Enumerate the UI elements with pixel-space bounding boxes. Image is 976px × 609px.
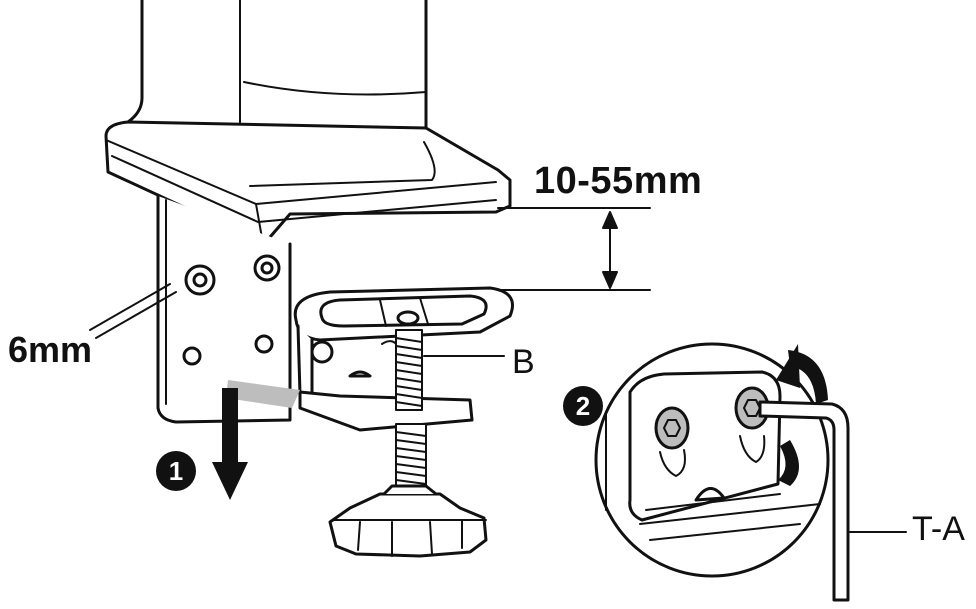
- clamp-body: [296, 324, 474, 432]
- clamp-range-label: 10-55mm: [534, 160, 703, 202]
- clamp-knob: [328, 484, 488, 558]
- base-plate: [104, 120, 512, 246]
- pole: [126, 0, 428, 153]
- down-arrow-icon: [212, 388, 248, 500]
- part-t-a-label: T-A: [912, 510, 965, 548]
- threaded-screw: [395, 329, 427, 497]
- bracket-plate: [156, 194, 292, 424]
- clamp-range-dimension: [497, 207, 651, 291]
- rotate-arrow-icon: [776, 344, 828, 486]
- hex-key-leader: [89, 283, 177, 339]
- hex-key-size-label: 6mm: [8, 329, 93, 370]
- double-arrow-icon: [602, 211, 618, 289]
- step-2-badge: 2: [563, 386, 603, 426]
- hex-t-wrench: [758, 400, 850, 602]
- step-1-badge: 1: [156, 451, 196, 491]
- desk-edge: [226, 380, 300, 408]
- part-b-label: B: [512, 343, 535, 381]
